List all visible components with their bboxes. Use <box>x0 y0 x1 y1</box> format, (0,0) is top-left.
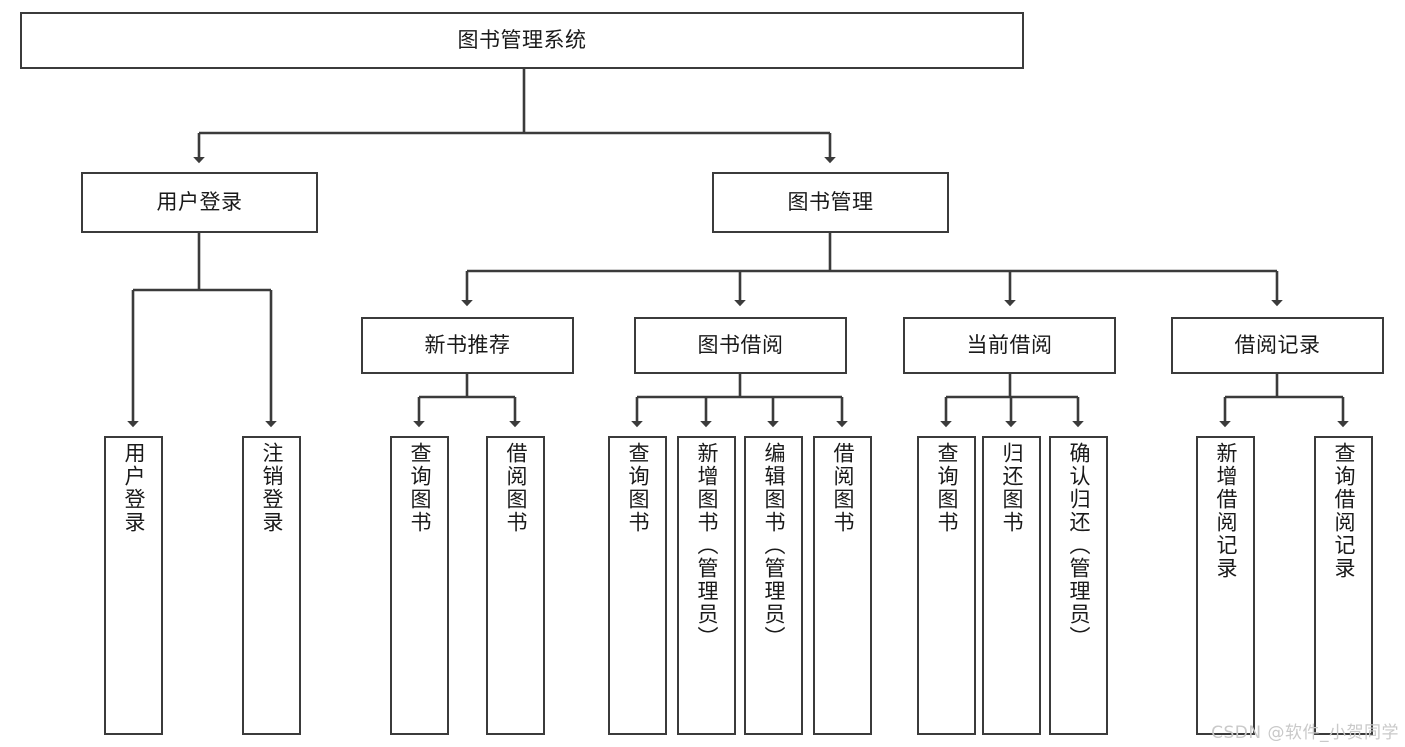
node-leaf-add-borrow-record-label: 新增借阅记录 <box>1213 442 1238 580</box>
node-book-borrow[interactable]: 图书借阅 <box>634 317 847 374</box>
node-borrow-record[interactable]: 借阅记录 <box>1171 317 1384 374</box>
node-leaf-user-login[interactable]: 用户登录 <box>104 436 163 735</box>
node-new-book-recommend-label: 新书推荐 <box>424 332 511 357</box>
node-book-borrow-label: 图书借阅 <box>697 332 784 357</box>
node-book-manage[interactable]: 图书管理 <box>712 172 949 233</box>
node-leaf-query-book-b[interactable]: 查询图书 <box>608 436 667 735</box>
node-leaf-borrow-book-a-label: 借阅图书 <box>503 442 528 534</box>
node-current-borrow-label: 当前借阅 <box>966 332 1053 357</box>
node-leaf-add-book-admin-label: 新增图书（管理员） <box>694 442 719 649</box>
node-leaf-query-book-c-label: 查询图书 <box>934 442 959 534</box>
node-user-login-label: 用户登录 <box>156 189 243 214</box>
node-new-book-recommend[interactable]: 新书推荐 <box>361 317 574 374</box>
node-leaf-return-book-label: 归还图书 <box>999 442 1024 534</box>
node-leaf-return-book[interactable]: 归还图书 <box>982 436 1041 735</box>
node-leaf-borrow-book-b[interactable]: 借阅图书 <box>813 436 872 735</box>
node-leaf-query-borrow-record[interactable]: 查询借阅记录 <box>1314 436 1373 735</box>
node-root-label: 图书管理系统 <box>457 27 587 52</box>
node-leaf-query-borrow-record-label: 查询借阅记录 <box>1331 442 1356 580</box>
node-leaf-borrow-book-b-label: 借阅图书 <box>830 442 855 534</box>
node-leaf-query-book-c[interactable]: 查询图书 <box>917 436 976 735</box>
node-leaf-add-borrow-record[interactable]: 新增借阅记录 <box>1196 436 1255 735</box>
watermark-text: CSDN @软件_小贺同学 <box>1211 723 1399 743</box>
node-leaf-logout-label: 注销登录 <box>259 442 284 534</box>
node-leaf-edit-book-admin-label: 编辑图书（管理员） <box>761 442 786 649</box>
node-leaf-borrow-book-a[interactable]: 借阅图书 <box>486 436 545 735</box>
node-leaf-confirm-return-admin-label: 确认归还（管理员） <box>1066 442 1091 649</box>
node-current-borrow[interactable]: 当前借阅 <box>903 317 1116 374</box>
node-user-login[interactable]: 用户登录 <box>81 172 318 233</box>
node-leaf-query-book-a[interactable]: 查询图书 <box>390 436 449 735</box>
node-leaf-query-book-b-label: 查询图书 <box>625 442 650 534</box>
node-leaf-user-login-label: 用户登录 <box>121 442 146 534</box>
node-leaf-query-book-a-label: 查询图书 <box>407 442 432 534</box>
node-leaf-confirm-return-admin[interactable]: 确认归还（管理员） <box>1049 436 1108 735</box>
node-leaf-edit-book-admin[interactable]: 编辑图书（管理员） <box>744 436 803 735</box>
node-leaf-logout[interactable]: 注销登录 <box>242 436 301 735</box>
node-leaf-add-book-admin[interactable]: 新增图书（管理员） <box>677 436 736 735</box>
node-borrow-record-label: 借阅记录 <box>1234 332 1321 357</box>
node-book-manage-label: 图书管理 <box>787 189 874 214</box>
node-root[interactable]: 图书管理系统 <box>20 12 1024 69</box>
